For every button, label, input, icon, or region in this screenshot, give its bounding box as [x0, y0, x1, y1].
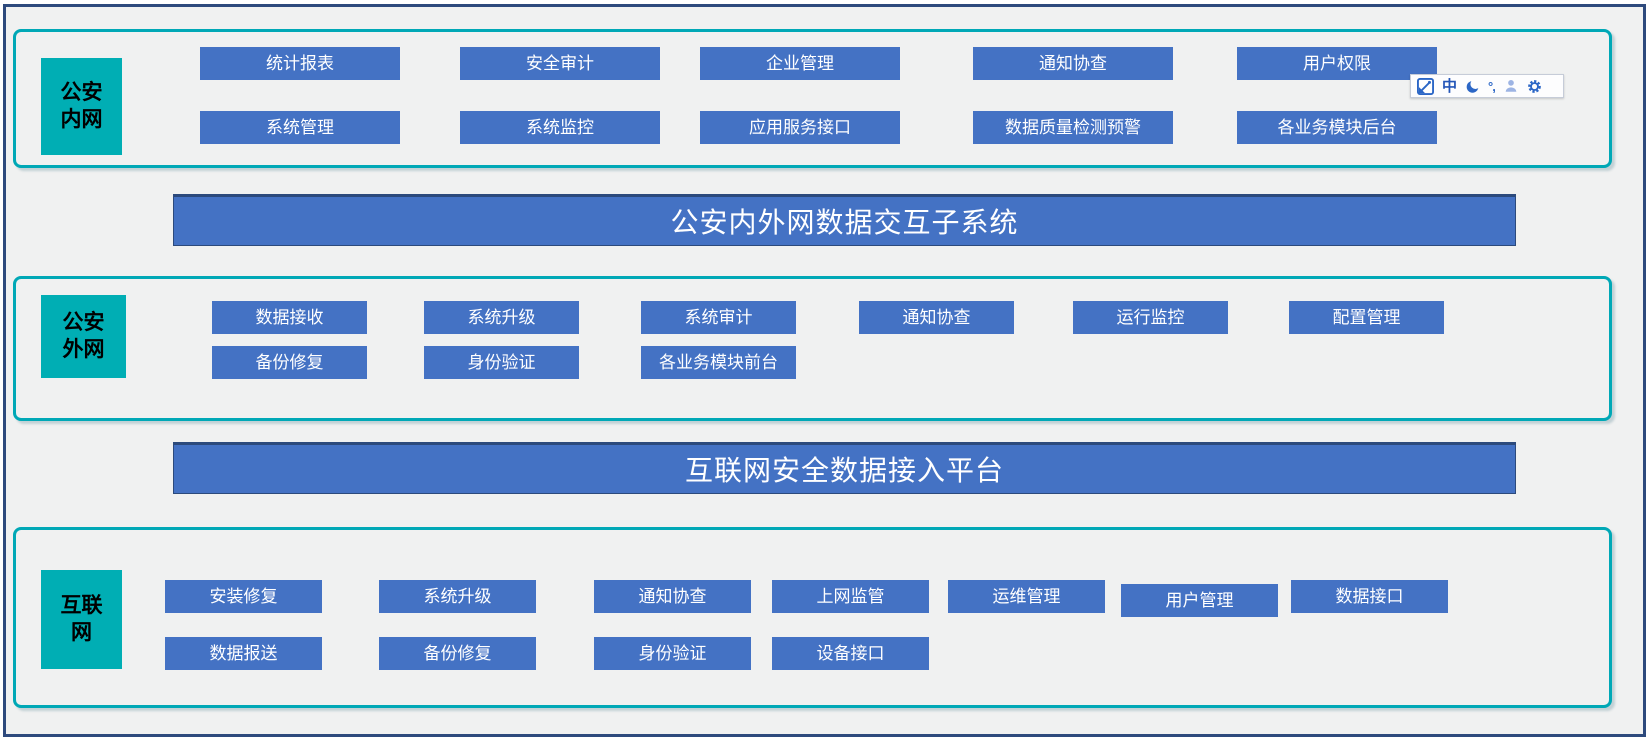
module-box: 运行监控: [1073, 301, 1228, 334]
module-box: 通知协查: [973, 47, 1173, 80]
punctuation-icon[interactable]: °,: [1488, 78, 1496, 94]
settings-gear-icon[interactable]: [1527, 79, 1542, 94]
ime-language-toolbar: 中 °,: [1410, 74, 1564, 98]
module-box: 数据质量检测预警: [973, 111, 1173, 144]
module-box: 设备接口: [772, 637, 929, 670]
module-box: 系统审计: [641, 301, 796, 334]
section-police-intranet: 公安 内网 统计报表 安全审计 企业管理 通知协查 用户权限 系统管理 系统监控…: [13, 29, 1612, 168]
module-box: 企业管理: [700, 47, 900, 80]
module-box: 系统升级: [379, 580, 536, 613]
module-box: 数据接口: [1291, 580, 1448, 613]
zone-label-police-extranet: 公安 外网: [41, 295, 126, 378]
module-box: 安装修复: [165, 580, 322, 613]
chinese-mode-icon[interactable]: 中: [1442, 77, 1458, 95]
module-box: 系统管理: [200, 111, 400, 144]
module-box: 安全审计: [460, 47, 660, 80]
banner-internet-secure-access: 互联网安全数据接入平台: [173, 442, 1516, 494]
module-box: 通知协查: [594, 580, 751, 613]
section-police-extranet: 公安 外网 数据接收 系统升级 系统审计 通知协查 运行监控 配置管理 备份修复…: [13, 276, 1612, 421]
module-box: 通知协查: [859, 301, 1014, 334]
module-box: 备份修复: [212, 346, 367, 379]
banner-intranet-extranet-exchange: 公安内外网数据交互子系统: [173, 194, 1516, 246]
module-box: 配置管理: [1289, 301, 1444, 334]
module-box: 备份修复: [379, 637, 536, 670]
module-box: 系统监控: [460, 111, 660, 144]
module-box: 数据报送: [165, 637, 322, 670]
zone-label-internet: 互联 网: [41, 570, 122, 669]
module-box: 数据接收: [212, 301, 367, 334]
module-box: 系统升级: [424, 301, 579, 334]
module-box: 身份验证: [424, 346, 579, 379]
full-half-width-moon-icon[interactable]: [1465, 78, 1481, 94]
user-icon[interactable]: [1503, 78, 1519, 94]
module-box: 各业务模块前台: [641, 346, 796, 379]
module-box: 各业务模块后台: [1237, 111, 1437, 144]
zone-label-police-intranet: 公安 内网: [41, 58, 122, 155]
module-box: 应用服务接口: [700, 111, 900, 144]
ime-logo-icon[interactable]: [1417, 77, 1434, 95]
module-box: 上网监管: [772, 580, 929, 613]
module-box: 用户权限: [1237, 47, 1437, 80]
module-box: 运维管理: [948, 580, 1105, 613]
module-box: 统计报表: [200, 47, 400, 80]
section-internet: 互联 网 安装修复 系统升级 通知协查 上网监管 运维管理 用户管理 数据接口 …: [13, 527, 1612, 708]
module-box: 身份验证: [594, 637, 751, 670]
module-box: 用户管理: [1121, 584, 1278, 617]
